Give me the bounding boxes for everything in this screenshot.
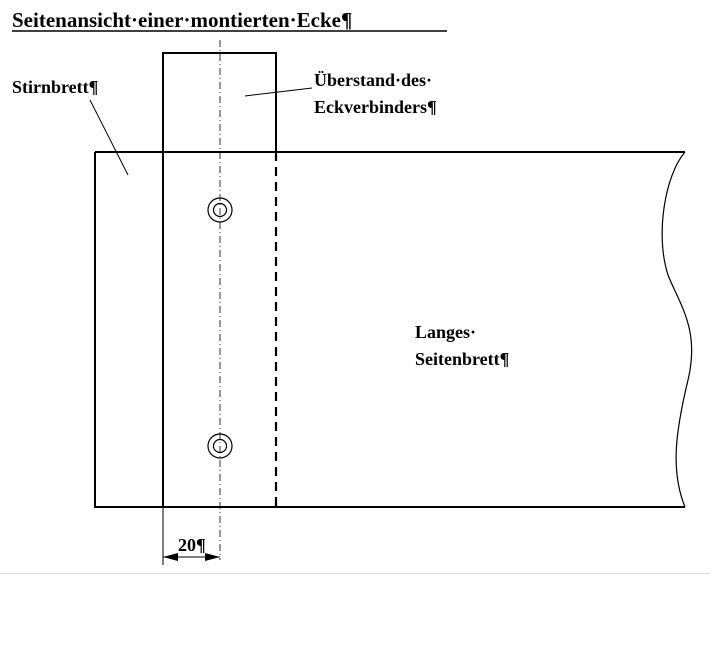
page-divider xyxy=(0,573,710,574)
long-side-board xyxy=(94,151,685,508)
drawing-title: Seitenansicht·einer·montierten·Ecke¶ xyxy=(12,8,352,32)
label-stirnbrett: Stirnbrett¶ xyxy=(12,77,98,97)
break-line xyxy=(661,151,693,508)
corner-side-view-drawing: Seitenansicht·einer·montierten·Ecke¶ Sti… xyxy=(12,8,693,565)
label-langes-line1: Langes· xyxy=(415,322,476,342)
label-ueberstand-line2: Eckverbinders¶ xyxy=(314,97,437,117)
leader-stirnbrett xyxy=(89,99,129,176)
screw-hole-bottom xyxy=(207,433,233,459)
corner-connector xyxy=(162,52,277,507)
leader-ueberstand xyxy=(244,87,313,97)
label-ueberstand-line1: Überstand·des· xyxy=(314,70,432,90)
screw-hole-top xyxy=(207,197,233,223)
dimension-20 xyxy=(162,507,220,565)
label-langes-line2: Seitenbrett¶ xyxy=(415,349,509,369)
dimension-label: 20¶ xyxy=(178,535,206,555)
empty-area xyxy=(0,574,710,648)
